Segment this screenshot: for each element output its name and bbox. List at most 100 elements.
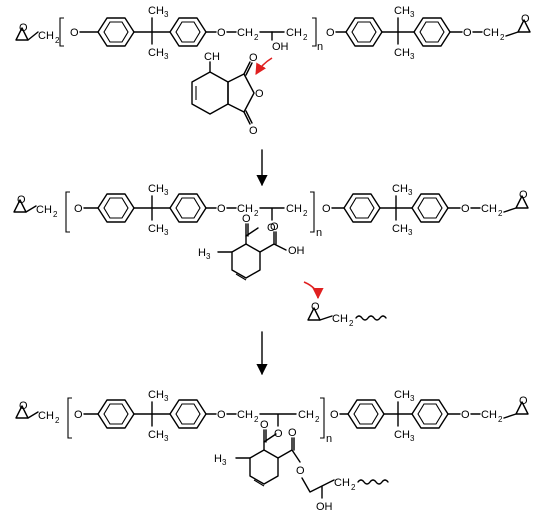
svg-text:2: 2	[500, 33, 505, 42]
repeat-bracket-left	[65, 191, 70, 233]
epoxide-oxygen-left: O	[19, 22, 28, 34]
svg-text:3: 3	[206, 252, 211, 261]
svg-text:O: O	[274, 428, 283, 440]
svg-text:2: 2	[498, 209, 503, 218]
svg-text:2: 2	[315, 415, 320, 424]
ether-oxygen: O	[463, 27, 472, 39]
methyl-label: CH	[204, 51, 220, 63]
svg-text:3: 3	[164, 228, 169, 237]
svg-text:3: 3	[408, 188, 413, 197]
carbonyl-oxygen: O	[249, 52, 258, 64]
anhydride-molecule: CH O O O	[191, 51, 264, 137]
polymer-chain-wavy	[357, 479, 389, 485]
ch2-left: CH	[38, 30, 54, 42]
svg-text:CH: CH	[332, 313, 348, 325]
svg-text:O: O	[19, 400, 28, 412]
svg-text:2: 2	[303, 33, 308, 42]
methyl-group: CH	[148, 47, 164, 59]
svg-text:n: n	[326, 433, 332, 445]
svg-text:3: 3	[164, 394, 169, 403]
svg-text:2: 2	[254, 209, 259, 218]
cyclohexene-ring	[191, 71, 229, 115]
methyl-group: CH	[394, 5, 410, 17]
svg-text:CH: CH	[481, 203, 497, 215]
epoxide-chain-end: O CH 2	[307, 301, 387, 328]
svg-text:CH: CH	[237, 203, 253, 215]
svg-text:2: 2	[53, 210, 58, 219]
svg-text:3: 3	[410, 394, 415, 403]
svg-text:CH: CH	[38, 410, 54, 422]
hydroxyl-group: OH	[316, 501, 333, 513]
hydroxyl-group: OH	[272, 41, 289, 53]
svg-text:O: O	[330, 409, 339, 421]
epoxide-oxygen-right: O	[521, 13, 530, 25]
ether-oxygen: O	[70, 27, 79, 39]
svg-text:CH: CH	[286, 203, 302, 215]
svg-text:O: O	[461, 203, 470, 215]
carbonyl-oxygen: O	[249, 125, 258, 137]
ester-oxygen: O	[267, 222, 276, 234]
methylene: CH	[483, 27, 499, 39]
svg-text:CH: CH	[334, 477, 350, 489]
epoxide-ring-left	[15, 405, 29, 419]
esterification-arrow	[303, 281, 324, 300]
svg-text:CH: CH	[148, 389, 164, 401]
svg-text:3: 3	[410, 434, 415, 443]
svg-text:O: O	[217, 409, 226, 421]
svg-text:O: O	[519, 395, 528, 407]
svg-text:3: 3	[410, 10, 415, 19]
svg-text:n: n	[316, 227, 322, 239]
svg-text:2: 2	[55, 416, 60, 425]
methylene: CH	[237, 27, 253, 39]
methyl-group: CH	[148, 5, 164, 17]
svg-text:CH: CH	[148, 223, 164, 235]
repeat-bracket-left	[59, 17, 64, 47]
repeat-index-n: n	[317, 41, 323, 53]
svg-text:O: O	[519, 189, 528, 201]
cyclohexene-ring	[231, 243, 261, 279]
svg-text:O: O	[217, 203, 226, 215]
diester-row-3: O CH 2 O CH 3 CH 3 O CH 2 O CH 2 n O CH …	[15, 389, 529, 513]
svg-text:O: O	[322, 203, 331, 215]
svg-text:O: O	[74, 409, 83, 421]
svg-text:O: O	[270, 221, 279, 233]
svg-text:CH: CH	[148, 429, 164, 441]
epoxide-ring-right	[517, 19, 531, 33]
epoxy-resin-row-1: O CH 2 O CH 3 CH 3 O CH 2 OH CH 2 n O	[15, 5, 531, 61]
anhydride-ring	[227, 73, 255, 113]
svg-text:3: 3	[222, 458, 227, 467]
repeat-bracket-right	[310, 191, 315, 233]
cyclohexene-ring	[249, 449, 279, 485]
methyl-label: H	[214, 453, 222, 465]
svg-text:2: 2	[349, 319, 354, 328]
epoxide-ring-left	[15, 27, 29, 41]
svg-text:3: 3	[410, 52, 415, 61]
methyl-group: CH	[394, 47, 410, 59]
svg-text:CH: CH	[481, 409, 497, 421]
svg-text:2: 2	[303, 209, 308, 218]
svg-text:3: 3	[408, 228, 413, 237]
svg-text:CH: CH	[394, 389, 410, 401]
svg-text:O: O	[74, 203, 83, 215]
svg-text:CH: CH	[36, 204, 52, 216]
carboxylic-acid: OH	[288, 245, 305, 257]
epoxide-ring-right	[515, 195, 529, 209]
methyl-label: H	[198, 247, 206, 259]
svg-text:2: 2	[55, 36, 60, 45]
svg-text:CH: CH	[392, 223, 408, 235]
epoxide-ring-right	[515, 401, 529, 415]
svg-text:2: 2	[254, 415, 259, 424]
svg-text:CH: CH	[148, 183, 164, 195]
repeat-bracket-right	[320, 397, 325, 439]
methylene: CH	[286, 27, 302, 39]
svg-text:CH: CH	[392, 183, 408, 195]
svg-text:2: 2	[254, 33, 259, 42]
repeat-bracket-left	[67, 397, 72, 439]
ether-oxygen: O	[326, 27, 335, 39]
nucleophilic-attack-arrow	[255, 57, 273, 75]
svg-text:2: 2	[498, 415, 503, 424]
svg-text:3: 3	[164, 52, 169, 61]
svg-text:3: 3	[164, 188, 169, 197]
svg-text:O: O	[17, 194, 26, 206]
svg-text:O: O	[260, 419, 269, 431]
